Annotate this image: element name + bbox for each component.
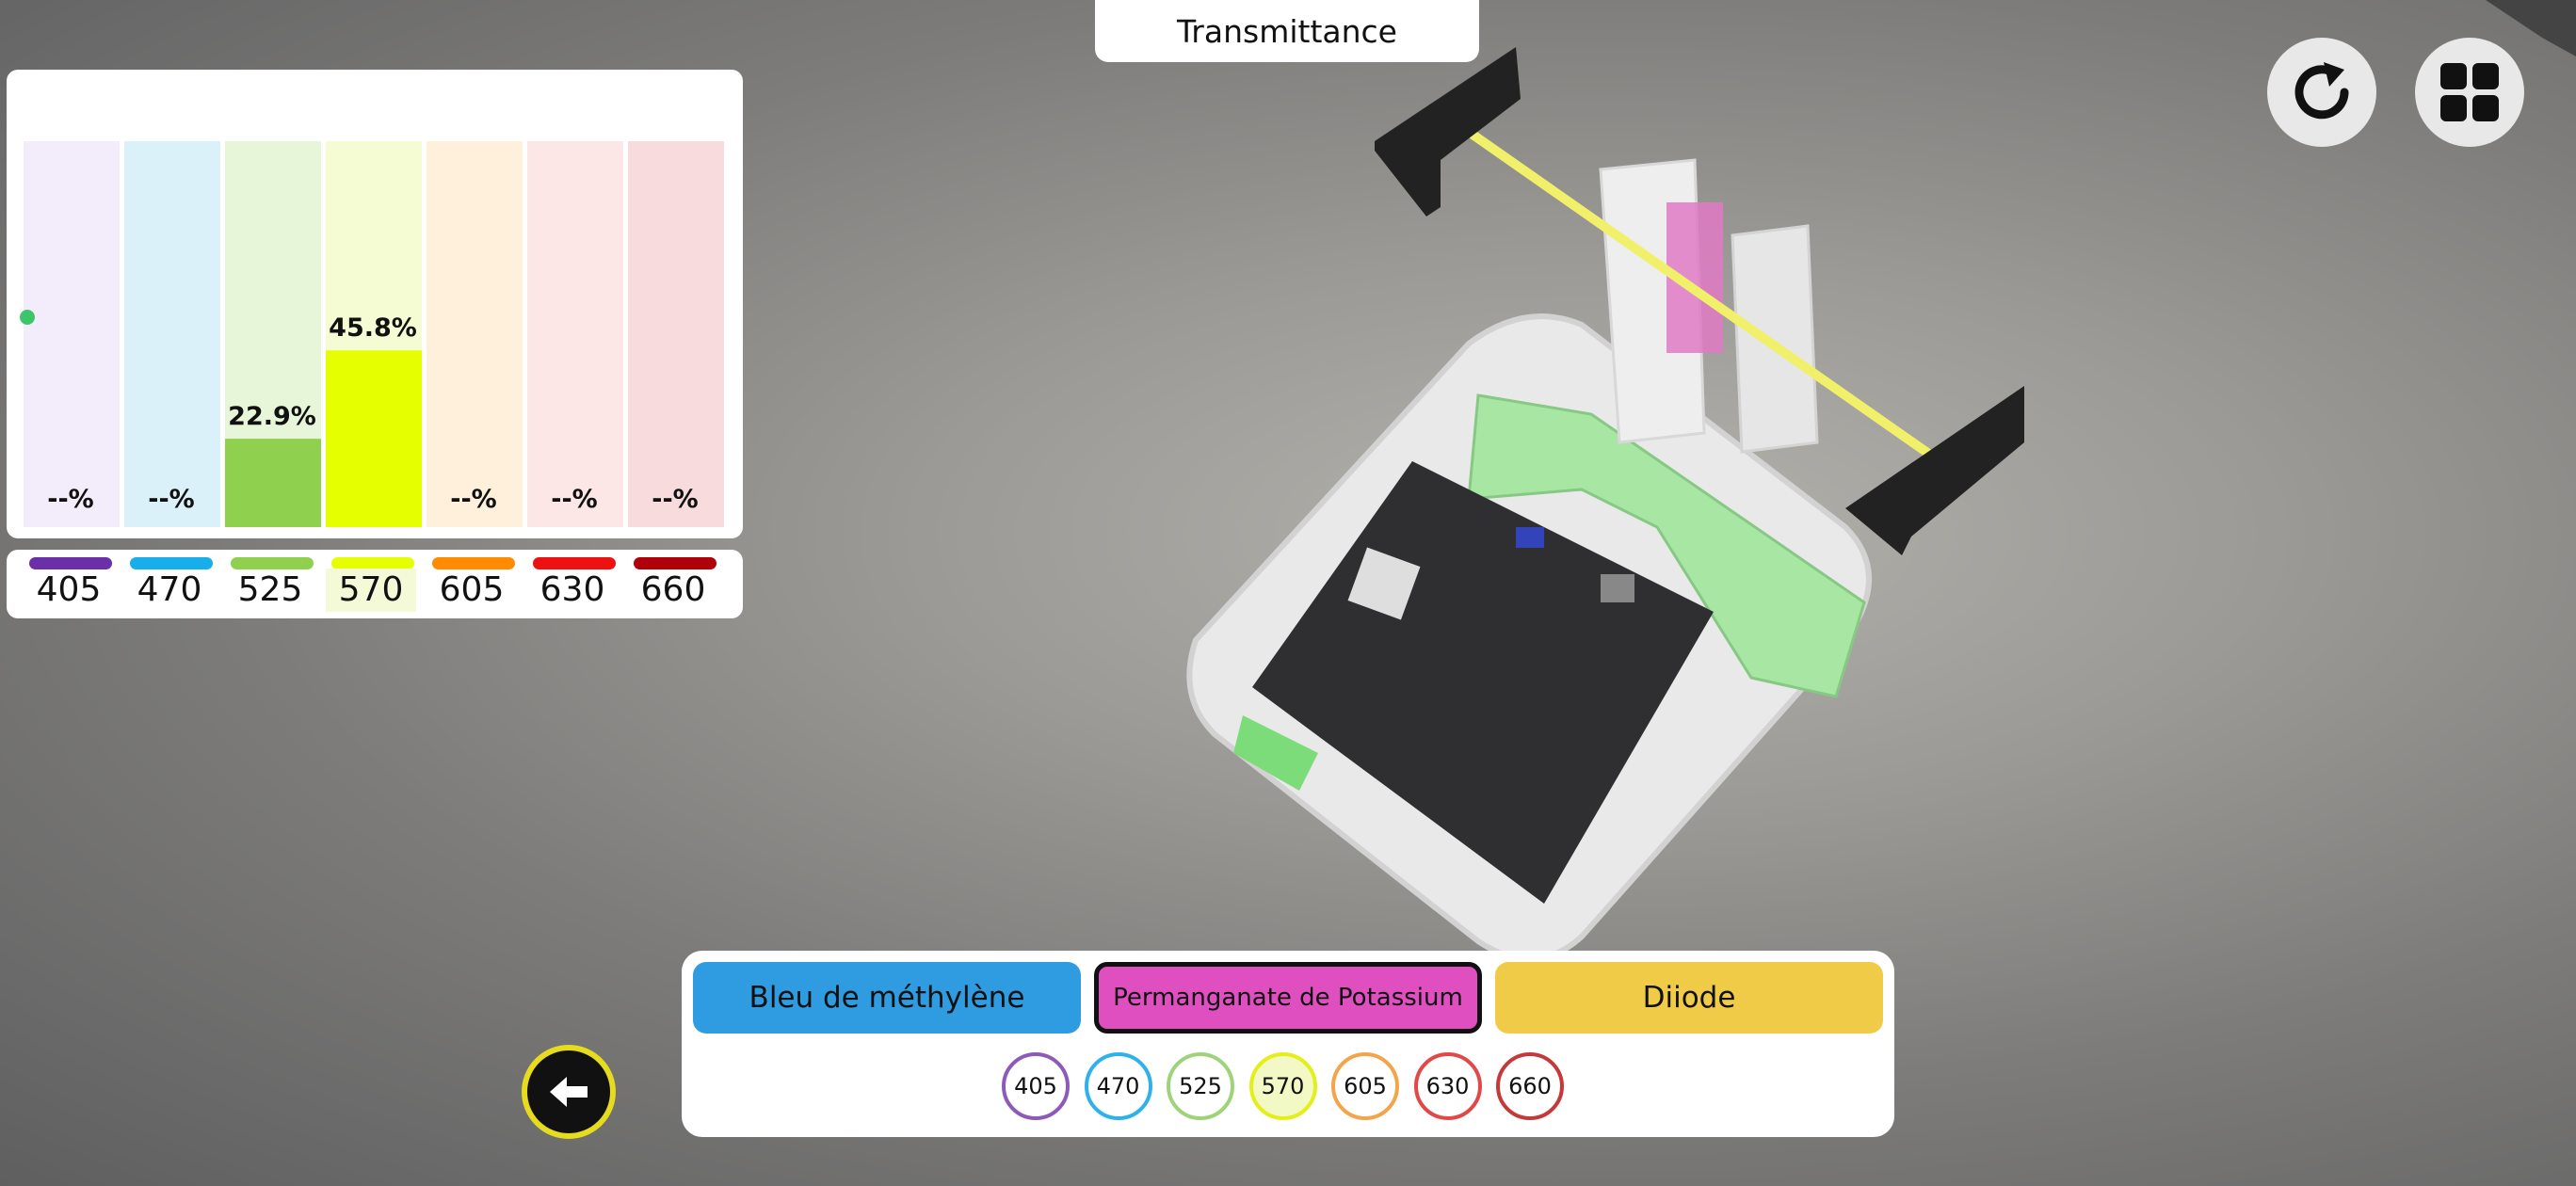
- bar-value-label-630: --%: [551, 485, 598, 514]
- chart-marker-dot: [20, 310, 35, 325]
- bar-value-label-660: --%: [652, 485, 699, 514]
- bar-background-470: [124, 141, 220, 527]
- legend-label-570: 570: [326, 569, 416, 612]
- wavelength-button-405[interactable]: 405: [1002, 1052, 1070, 1120]
- legend-item-630: 630: [527, 550, 618, 618]
- legend-item-605: 605: [427, 550, 517, 618]
- legend-label-405: 405: [36, 570, 102, 609]
- bar-570: [326, 350, 422, 527]
- page-title: Transmittance: [1095, 0, 1479, 62]
- wavelength-button-470[interactable]: 470: [1084, 1052, 1152, 1120]
- liquid-button-diiode[interactable]: Diiode: [1495, 962, 1883, 1034]
- legend-label-470: 470: [137, 570, 202, 609]
- liquid-button-permanganate-de-potassium[interactable]: Permanganate de Potassium: [1094, 962, 1482, 1034]
- selection-panel: Bleu de méthylène Permanganate de Potass…: [682, 951, 1894, 1137]
- chart-canvas: [20, 141, 724, 527]
- wavelength-button-570[interactable]: 570: [1248, 1052, 1317, 1120]
- wavelength-button-630[interactable]: 630: [1413, 1052, 1482, 1120]
- legend-swatch-570: [331, 557, 414, 569]
- legend-item-405: 405: [24, 550, 114, 618]
- transmittance-chart: --% --% 22.9% 45.8% --% --% --%: [7, 70, 743, 538]
- legend-label-525: 525: [237, 570, 303, 609]
- liquid-button-bleu-de-methylene[interactable]: Bleu de méthylène: [693, 962, 1081, 1034]
- legend-swatch-605: [432, 557, 515, 569]
- arrow-left-icon: [550, 1077, 588, 1107]
- bar-value-label-405: --%: [47, 485, 94, 514]
- legend-label-630: 630: [539, 570, 605, 609]
- legend-label-605: 605: [439, 570, 505, 609]
- bar-value-label-605: --%: [450, 485, 497, 514]
- chart-wavelength-legend: 405 470 525 570 605 630 660: [7, 550, 743, 618]
- bar-background-660: [628, 141, 724, 527]
- legend-swatch-405: [29, 557, 112, 569]
- wavelength-button-525[interactable]: 525: [1167, 1052, 1234, 1120]
- legend-item-525: 525: [225, 550, 315, 618]
- legend-swatch-525: [231, 557, 314, 569]
- legend-item-570: 570: [326, 550, 416, 618]
- bar-value-label-470: --%: [148, 485, 195, 514]
- bar-525: [225, 439, 321, 527]
- refresh-button[interactable]: [2267, 38, 2376, 147]
- legend-item-660: 660: [628, 550, 718, 618]
- refresh-icon: [2294, 62, 2349, 120]
- grid-icon: [2440, 63, 2499, 121]
- legend-swatch-630: [533, 557, 616, 569]
- bar-background-405: [24, 141, 120, 527]
- bar-value-label-570: 45.8%: [329, 313, 417, 344]
- grid-menu-button[interactable]: [2415, 38, 2524, 147]
- legend-swatch-470: [130, 557, 213, 569]
- wavelength-button-660[interactable]: 660: [1496, 1052, 1564, 1120]
- legend-label-660: 660: [640, 570, 706, 609]
- bar-value-label-525: 22.9%: [228, 402, 316, 432]
- bar-background-630: [527, 141, 623, 527]
- bar-background-605: [427, 141, 523, 527]
- legend-item-470: 470: [124, 550, 215, 618]
- back-button[interactable]: [522, 1045, 616, 1139]
- wavelength-button-605[interactable]: 605: [1331, 1052, 1399, 1120]
- legend-swatch-660: [634, 557, 716, 569]
